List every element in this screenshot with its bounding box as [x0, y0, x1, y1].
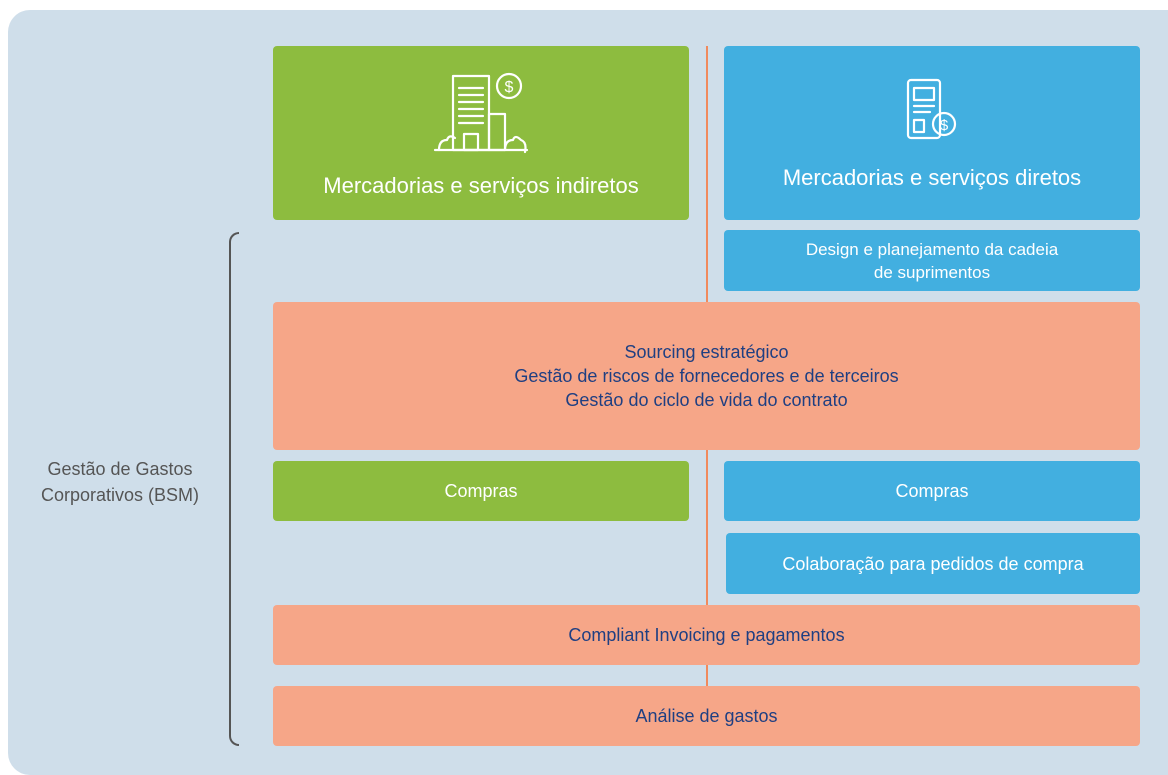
contract-lifecycle-line: Gestão do ciclo de vida do contrato [565, 390, 848, 410]
supply-chain-design-line1: Design e planejamento da cadeia [805, 239, 1059, 259]
supplier-risk-line: Gestão de riscos de fornecedores e de te… [514, 366, 899, 386]
direct-procurement-label: Compras [895, 481, 969, 501]
spend-analysis-box: Análise de gastos [273, 686, 1140, 746]
indirect-procurement-box: Compras [273, 461, 689, 521]
direct-goods-label: Mercadorias e serviços diretos [782, 164, 1082, 190]
direct-goods-header: $ Mercadorias e serviços diretos [724, 46, 1140, 220]
bsm-label-line2: Corporativos (BSM) [40, 485, 200, 505]
strategic-sourcing-line: Sourcing estratégico [624, 342, 789, 362]
column-divider [706, 665, 708, 686]
svg-text:$: $ [505, 79, 514, 96]
direct-procurement-box: Compras [724, 461, 1140, 521]
indirect-goods-label: Mercadorias e serviços indiretos [323, 172, 639, 198]
indirect-procurement-label: Compras [444, 481, 518, 501]
po-collaboration-box: Colaboração para pedidos de compra [726, 533, 1140, 594]
bsm-bracket [229, 232, 239, 746]
svg-text:$: $ [940, 117, 949, 134]
bsm-label-line1: Gestão de Gastos [47, 459, 193, 479]
invoicing-payments-label: Compliant Invoicing e pagamentos [568, 625, 845, 645]
column-divider [706, 46, 708, 302]
po-collaboration-label: Colaboração para pedidos de compra [782, 553, 1084, 574]
invoicing-payments-box: Compliant Invoicing e pagamentos [273, 605, 1140, 665]
strategic-sourcing-box: Sourcing estratégico Gestão de riscos de… [273, 302, 1140, 450]
document-dollar-icon: $ [902, 76, 962, 151]
indirect-goods-header: $ Mercadorias e serviços indiretos [273, 46, 689, 220]
supply-chain-design-box: Design e planejamento da cadeia de supri… [724, 230, 1140, 291]
column-divider [706, 450, 708, 605]
bsm-label: Gestão de Gastos Corporativos (BSM) [20, 456, 220, 508]
supply-chain-design-line2: de suprimentos [873, 262, 991, 282]
spend-analysis-label: Análise de gastos [635, 706, 778, 726]
office-building-dollar-icon: $ [431, 68, 531, 159]
